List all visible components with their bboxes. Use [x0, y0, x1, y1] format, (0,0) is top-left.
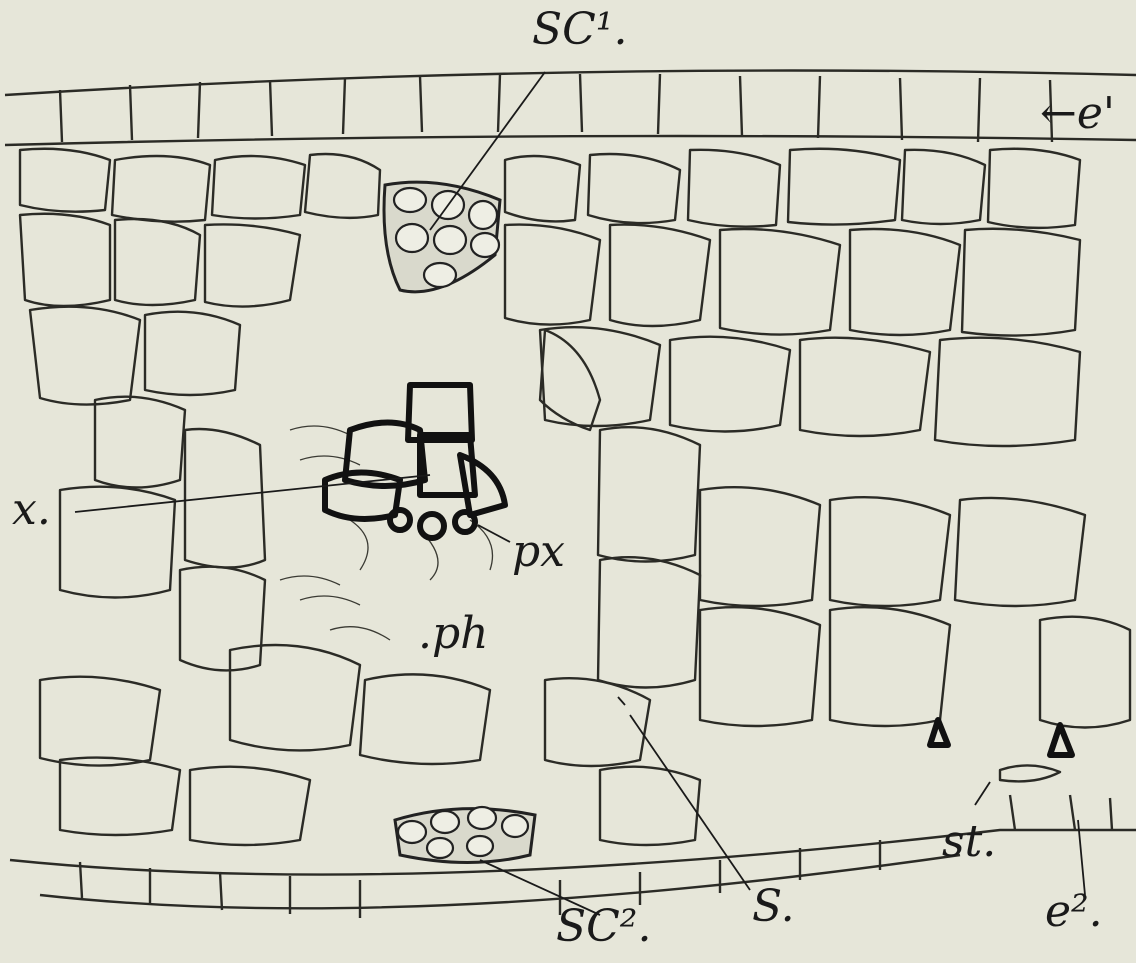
label-x: x.: [12, 488, 51, 532]
leader-lines: [75, 72, 1085, 915]
sclerenchyma-lower: [395, 807, 535, 863]
label-e1: ←e': [1040, 92, 1115, 136]
stoma: [930, 720, 1072, 781]
label-sc2: SC².: [556, 905, 651, 949]
mesophyll-upper: [20, 149, 1080, 446]
sclerenchyma-upper: [384, 182, 500, 292]
label-st: st.: [942, 820, 996, 864]
upper-epidermis: [5, 71, 1136, 146]
label-sc1: SC¹.: [532, 8, 627, 52]
label-ph: .ph: [418, 612, 489, 656]
bundle-sheath: [60, 330, 700, 766]
label-px: px: [512, 530, 565, 574]
mesophyll-lower: [40, 487, 1130, 845]
label-e2: e².: [1045, 890, 1103, 934]
label-s: S.: [752, 885, 795, 929]
